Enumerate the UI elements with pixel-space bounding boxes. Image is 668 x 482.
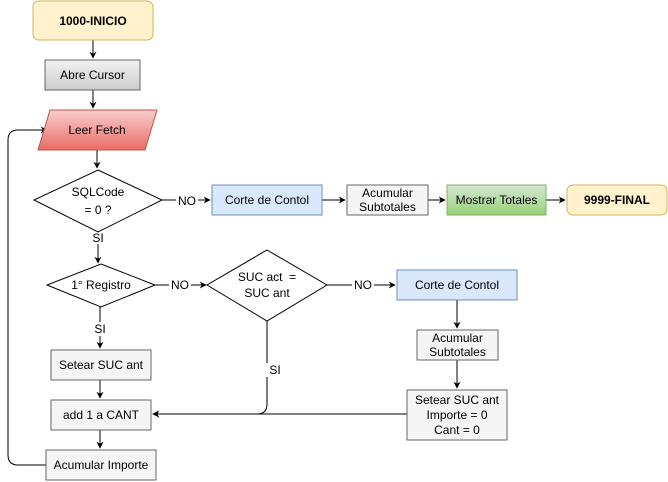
label-no-registro: NO: [171, 278, 189, 292]
node-add-cant-label: add 1 a CANT: [63, 408, 140, 422]
label-si-sqlcode: SI: [92, 231, 103, 245]
node-mostrar-totales[interactable]: Mostrar Totales: [446, 184, 547, 216]
node-setear-suc-2-line2: Importe = 0: [426, 408, 487, 422]
node-acumular-subtotales-1[interactable]: Acumular Subtotales: [346, 184, 429, 216]
node-acumular-subtotales-2[interactable]: Acumular Subtotales: [416, 329, 499, 361]
node-setear-suc-ant-1[interactable]: Setear SUC ant: [50, 349, 152, 381]
node-final-label: 9999-FINAL: [584, 193, 650, 207]
node-acumular-importe-label: Acumular Importe: [54, 458, 149, 472]
node-setear-suc-1-label: Setear SUC ant: [59, 358, 144, 372]
node-acumular-2-line2: Subtotales: [429, 345, 486, 359]
node-corte-control-2-label: Corte de Contol: [415, 278, 499, 292]
node-corte-control-1-label: Corte de Contol: [225, 193, 309, 207]
node-acumular-importe[interactable]: Acumular Importe: [45, 449, 157, 481]
node-corte-control-2[interactable]: Corte de Contol: [396, 269, 518, 301]
node-add-cant[interactable]: add 1 a CANT: [50, 399, 152, 431]
node-setear-suc-2-line1: Setear SUC ant: [415, 393, 500, 407]
node-leer-fetch-label: Leer Fetch: [68, 123, 125, 137]
edge-labels: NO SI NO SI NO SI: [88, 193, 374, 377]
node-corte-control-1[interactable]: Corte de Contol: [211, 184, 323, 216]
node-abre-cursor[interactable]: Abre Cursor: [44, 59, 141, 91]
node-abre-cursor-label: Abre Cursor: [60, 68, 125, 82]
node-sqlcode-line2: = 0 ?: [84, 203, 111, 217]
node-acumular-1-line2: Subtotales: [359, 200, 416, 214]
node-suc-decision[interactable]: SUC act = SUC ant: [206, 249, 328, 322]
node-primer-registro-decision[interactable]: 1° Registro: [45, 263, 157, 308]
label-si-suc: SI: [269, 363, 280, 377]
node-setear-suc-2-line3: Cant = 0: [434, 423, 480, 437]
node-suc-line2: SUC ant: [244, 286, 290, 300]
node-final[interactable]: 9999-FINAL: [566, 184, 668, 216]
node-leer-fetch[interactable]: Leer Fetch: [37, 109, 158, 151]
node-acumular-2-line1: Acumular: [432, 331, 483, 345]
label-no-sqlcode: NO: [178, 194, 196, 208]
node-primer-registro-label: 1° Registro: [71, 278, 131, 292]
label-no-suc: NO: [354, 278, 372, 292]
node-inicio[interactable]: 1000-INICIO: [32, 0, 154, 41]
label-si-registro: SI: [94, 322, 105, 336]
node-setear-suc-ant-2[interactable]: Setear SUC ant Importe = 0 Cant = 0: [406, 389, 508, 441]
edge-suc-si: [152, 321, 268, 418]
node-suc-line1: SUC act =: [238, 270, 296, 284]
node-mostrar-totales-label: Mostrar Totales: [456, 193, 538, 207]
node-sqlcode-decision[interactable]: SQLCode = 0 ?: [32, 169, 164, 233]
node-inicio-label: 1000-INICIO: [59, 14, 126, 28]
node-sqlcode-line1: SQLCode: [72, 185, 125, 199]
edge-loop-back: [7, 126, 48, 466]
node-acumular-1-line1: Acumular: [362, 186, 413, 200]
